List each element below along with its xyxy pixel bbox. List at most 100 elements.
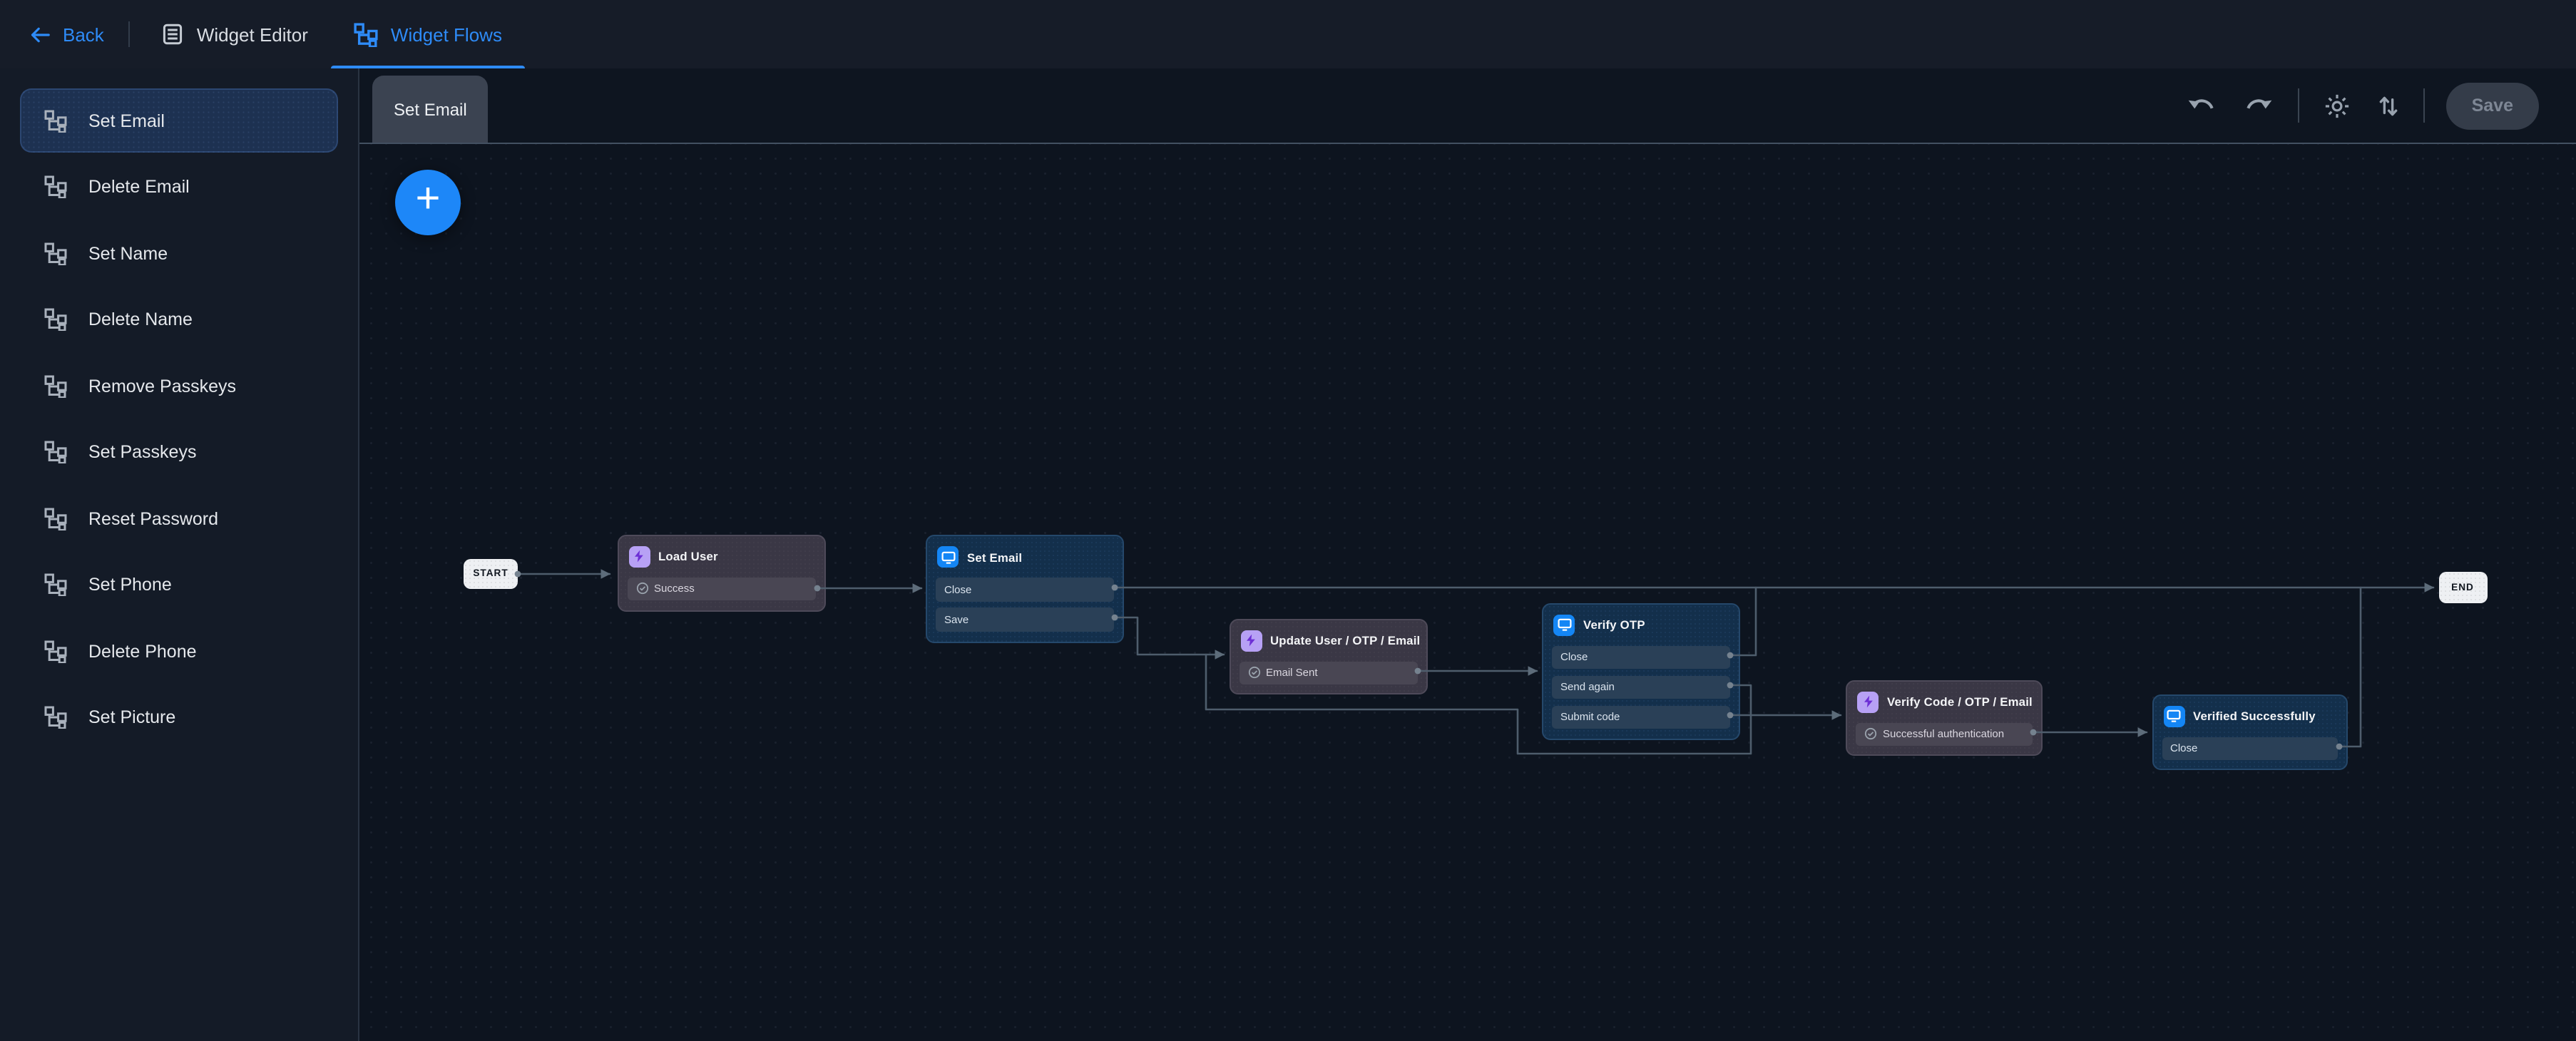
- sidebar-item-delete-name[interactable]: Delete Name: [20, 287, 338, 352]
- sidebar-item-label: Set Phone: [88, 575, 172, 595]
- sidebar-item-delete-email[interactable]: Delete Email: [20, 155, 338, 219]
- topbar-divider: [128, 21, 130, 47]
- sidebar-item-label: Set Name: [88, 243, 168, 263]
- redo-icon: [2244, 95, 2274, 116]
- check-circle-icon: [635, 583, 648, 595]
- node-title: Verified Successfully: [2193, 709, 2316, 723]
- sidebar-item-reset-password[interactable]: Reset Password: [20, 486, 338, 550]
- lightning-icon: [1857, 691, 1879, 712]
- end-node[interactable]: END: [2438, 572, 2487, 603]
- node-title: Load User: [658, 549, 718, 563]
- node-row-close[interactable]: Close: [936, 578, 1113, 601]
- undo-icon: [2187, 95, 2217, 116]
- canvas-header: Set Email: [359, 68, 2576, 144]
- sidebar-item-delete-phone[interactable]: Delete Phone: [20, 619, 338, 683]
- node-header: Verified Successfully: [2163, 705, 2338, 727]
- node-row-label: Save: [944, 612, 969, 626]
- node-header: Load User: [628, 545, 815, 567]
- undo-button[interactable]: [2184, 92, 2219, 119]
- sidebar-item-set-phone[interactable]: Set Phone: [20, 553, 338, 617]
- node-row-email-sent[interactable]: Email Sent: [1239, 661, 1417, 684]
- node-row-submit-code[interactable]: Submit code: [1552, 705, 1729, 729]
- tab-widget-flows[interactable]: Widget Flows: [330, 0, 526, 68]
- sidebar-item-label: Delete Name: [88, 309, 193, 329]
- back-button[interactable]: Back: [30, 0, 128, 68]
- node-row-close[interactable]: Close: [2162, 737, 2338, 760]
- node-row-label: Close: [2170, 742, 2198, 755]
- tab-widget-editor[interactable]: Widget Editor: [138, 0, 331, 68]
- widget-flows-icon: [354, 22, 378, 46]
- flow-tree-icon: [44, 242, 67, 265]
- plus-icon: +: [415, 175, 441, 222]
- node-header: Verify Code / OTP / Email: [1857, 691, 2033, 712]
- node-row-close[interactable]: Close: [1552, 645, 1729, 669]
- sidebar-item-label: Set Email: [88, 111, 165, 130]
- sidebar-item-remove-passkeys[interactable]: Remove Passkeys: [20, 354, 338, 418]
- node-row-save[interactable]: Save: [936, 607, 1113, 631]
- main-panel: Set Email: [359, 68, 2576, 1041]
- flow-tree-icon: [44, 175, 67, 198]
- node-row-label: Success: [654, 582, 695, 595]
- check-circle-icon: [1247, 667, 1260, 680]
- start-node[interactable]: START: [464, 559, 518, 589]
- node-row-label: Submit code: [1560, 710, 1620, 724]
- lightning-icon: [1240, 630, 1262, 651]
- sidebar-item-set-name[interactable]: Set Name: [20, 221, 338, 285]
- redo-button[interactable]: [2241, 92, 2276, 119]
- sidebar-item-set-email[interactable]: Set Email: [20, 88, 338, 153]
- node-title: Verify Code / OTP / Email: [1887, 694, 2033, 709]
- node-row-label: Send again: [1560, 680, 1615, 694]
- save-button[interactable]: Save: [2445, 82, 2539, 129]
- sidebar-item-label: Remove Passkeys: [88, 376, 237, 396]
- toolbar-divider: [2297, 88, 2299, 123]
- layout-sort-button[interactable]: [2375, 91, 2402, 120]
- sidebar-item-set-passkeys[interactable]: Set Passkeys: [20, 420, 338, 484]
- node-row-label: Email Sent: [1266, 666, 1318, 680]
- sidebar-item-label: Set Picture: [88, 707, 176, 727]
- sidebar-item-label: Delete Email: [88, 177, 190, 197]
- node-header: Verify OTP: [1553, 614, 1729, 635]
- tab-widget-flows-label: Widget Flows: [390, 24, 502, 45]
- node-row-successful-authentication[interactable]: Successful authentication: [1856, 722, 2032, 746]
- node-title: Set Email: [967, 550, 1023, 564]
- sidebar-item-label: Set Passkeys: [88, 442, 197, 462]
- settings-button[interactable]: [2321, 89, 2353, 122]
- sidebar-item-set-picture[interactable]: Set Picture: [20, 685, 338, 749]
- node-row-success[interactable]: Success: [627, 577, 815, 600]
- add-node-button[interactable]: +: [395, 169, 461, 235]
- flow-tree-icon: [44, 441, 67, 463]
- topbar: Back Widget Editor Widget Flows: [0, 0, 2576, 68]
- screen-icon: [2163, 705, 2184, 727]
- lightning-icon: [628, 545, 650, 567]
- flow-tree-icon: [44, 640, 67, 662]
- flow-tab-set-email[interactable]: Set Email: [372, 76, 489, 143]
- node-row-label: Successful authentication: [1883, 727, 2005, 741]
- flow-tree-icon: [44, 706, 67, 729]
- gear-icon: [2324, 92, 2351, 119]
- flow-tab-label: Set Email: [394, 99, 467, 119]
- node-row-send-again[interactable]: Send again: [1552, 675, 1729, 699]
- node-title: Update User / OTP / Email: [1270, 633, 1421, 647]
- node-title: Verify OTP: [1583, 617, 1645, 632]
- sidebar-item-label: Reset Password: [88, 508, 219, 528]
- screen-icon: [937, 546, 959, 568]
- widget-editor-icon: [161, 23, 184, 46]
- check-circle-icon: [1864, 728, 1877, 741]
- sidebar-item-label: Delete Phone: [88, 641, 197, 661]
- flow-tree-icon: [44, 109, 67, 132]
- node-header: Update User / OTP / Email: [1240, 630, 1421, 651]
- back-arrow-icon: [30, 26, 50, 42]
- up-down-arrows-icon: [2378, 93, 2399, 118]
- flow-tree-icon: [44, 374, 67, 397]
- node-row-label: Close: [1560, 650, 1588, 664]
